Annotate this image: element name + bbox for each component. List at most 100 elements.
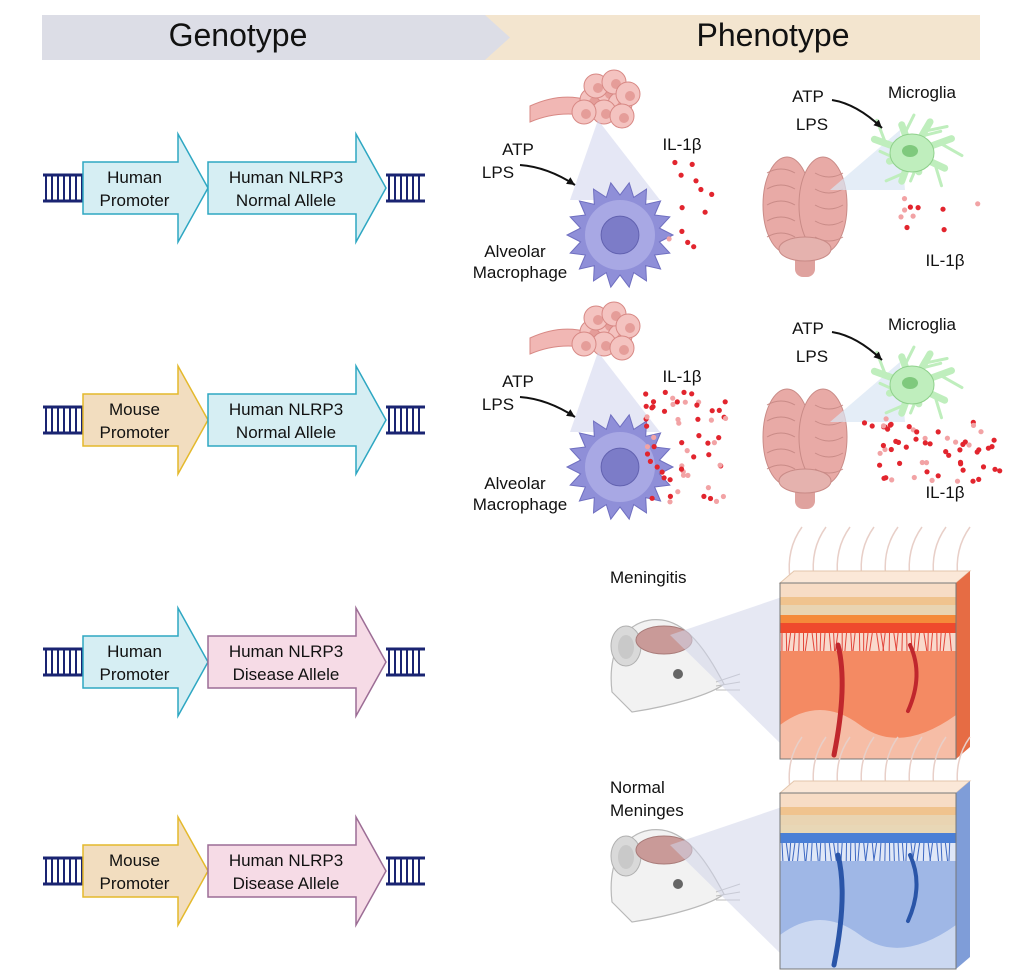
header-banner: Genotype Phenotype <box>42 15 980 60</box>
normal-meninges-tissue-fiber <box>948 842 951 862</box>
meningitis-tissue-fiber <box>949 632 952 652</box>
normal-meninges-tissue-fiber <box>879 842 882 862</box>
lung-alveolus-lumen <box>593 83 603 93</box>
il1b-dot <box>651 434 657 440</box>
il1b-dot <box>922 440 928 446</box>
allele-arrow-label-line2: Normal Allele <box>236 423 336 442</box>
microglia-branch <box>938 373 964 390</box>
il1b-dot <box>935 429 941 435</box>
normal-meninges-tissue-fiber <box>854 842 857 862</box>
stim-right-arrow <box>831 99 883 129</box>
meningitis-tissue-top <box>778 570 972 584</box>
allele-arrow-label-line1: Human NLRP3 <box>229 642 343 661</box>
il1b-dot <box>997 468 1003 474</box>
meningitis-tissue-fiber <box>923 632 928 652</box>
il1b-dot <box>943 449 949 455</box>
meningitis-tissue-fiber <box>833 632 836 652</box>
microglia-branch <box>933 394 943 420</box>
il1b-dot <box>643 391 649 397</box>
macrophage-label-line1: Alveolar <box>484 474 546 493</box>
brain-gyrus <box>766 168 796 174</box>
il1b-dot <box>694 402 700 408</box>
meningitis-tissue-fiber <box>787 632 792 652</box>
lung-alveolus-lumen <box>625 91 635 101</box>
lung-alveolus-lumen <box>581 109 591 119</box>
il1b-dot <box>654 464 660 470</box>
il1b-dot <box>954 478 961 484</box>
allele-arrow <box>207 605 387 719</box>
promoter-arrow-label-line2: Promoter <box>100 874 170 893</box>
normal-meninges-tissue-hair <box>788 736 803 790</box>
meningitis-tissue-fiber <box>852 632 856 652</box>
allele-arrow-label-line2: Disease Allele <box>233 665 340 684</box>
phenotype-heading: Phenotype <box>696 17 849 53</box>
lung-alveolus-lumen <box>581 341 591 351</box>
alveolar-macrophage-nucleus <box>600 447 640 487</box>
il1b-dot <box>709 191 715 197</box>
il1b-dot <box>915 205 921 211</box>
lung-alveolus-lumen <box>625 323 635 333</box>
normal-meninges-tissue-fiber <box>940 842 943 862</box>
il1b-dot <box>643 403 649 409</box>
promoter-arrow <box>82 814 209 928</box>
normal-meninges-tissue-fiber <box>944 842 949 862</box>
il1b-dot <box>709 408 715 414</box>
il1b-dot <box>923 460 930 466</box>
il1b-dot <box>661 408 668 414</box>
il1b-dot <box>880 442 887 449</box>
il1b-dot <box>678 172 684 178</box>
promoter-arrow <box>82 363 209 477</box>
il1b-dot <box>927 441 933 447</box>
il1b-dot <box>910 213 916 219</box>
normal-meninges-tissue-fiber <box>865 842 869 862</box>
stim-left-arrow-head <box>566 409 575 417</box>
stim-left-lps: LPS <box>482 163 514 182</box>
il1b-dot <box>670 395 676 401</box>
normal-meninges-tissue-fiber <box>905 842 908 862</box>
stim-left-arrow <box>519 164 576 186</box>
il1b-dot <box>672 159 678 166</box>
normal-meninges-tissue-fiber <box>833 842 837 862</box>
il1b-dot <box>682 399 688 405</box>
normal-meninges-tissue-fiber <box>785 842 790 862</box>
il1b-dot <box>989 444 995 450</box>
microglia-branch <box>933 162 943 188</box>
il1b-dot <box>885 426 891 432</box>
il1b-dot <box>679 205 685 211</box>
il1b-dot <box>674 399 680 405</box>
il1b-dot <box>691 454 697 460</box>
stim-right-arrow <box>831 331 883 361</box>
il1b-dot <box>980 464 987 470</box>
microglia-branch <box>938 141 964 158</box>
stim-right-arrow-head <box>873 351 882 360</box>
brain-gyrus <box>814 420 844 426</box>
promoter-arrow <box>82 131 209 245</box>
brain-gyrus <box>766 184 796 190</box>
allele-arrow <box>207 131 387 245</box>
meningitis-tissue-outline <box>779 582 957 760</box>
stim-right-atp: ATP <box>792 87 824 106</box>
il1b-dot <box>713 498 720 504</box>
normal-meninges-tissue-fiber <box>863 842 867 862</box>
meningitis-tissue-fiber <box>823 632 826 652</box>
il1b-dot <box>706 452 712 458</box>
il1b-dot <box>685 239 691 245</box>
meningitis-tissue-deep <box>780 710 956 759</box>
meningitis-tissue-vessel <box>831 642 845 758</box>
il1b-dot <box>702 209 708 215</box>
promoter-arrow-label-line2: Promoter <box>100 191 170 210</box>
il1b-dot <box>929 477 935 483</box>
zoom-cone <box>570 120 660 200</box>
normal-meninges-tissue-fiber <box>916 842 921 862</box>
meningitis-tissue-side <box>956 571 970 759</box>
allele-arrow-label-line2: Disease Allele <box>233 874 340 893</box>
cytokine-right-label: IL-1β <box>925 251 964 270</box>
stim-right-lps: LPS <box>796 115 828 134</box>
il1b-dot <box>707 495 714 502</box>
phenotype-banner <box>440 15 980 60</box>
il1b-dot <box>689 391 695 397</box>
normal-meninges-tissue-vessel <box>906 853 919 923</box>
normal-meninges-tissue-fiber <box>824 842 827 862</box>
il1b-dot <box>670 401 676 407</box>
